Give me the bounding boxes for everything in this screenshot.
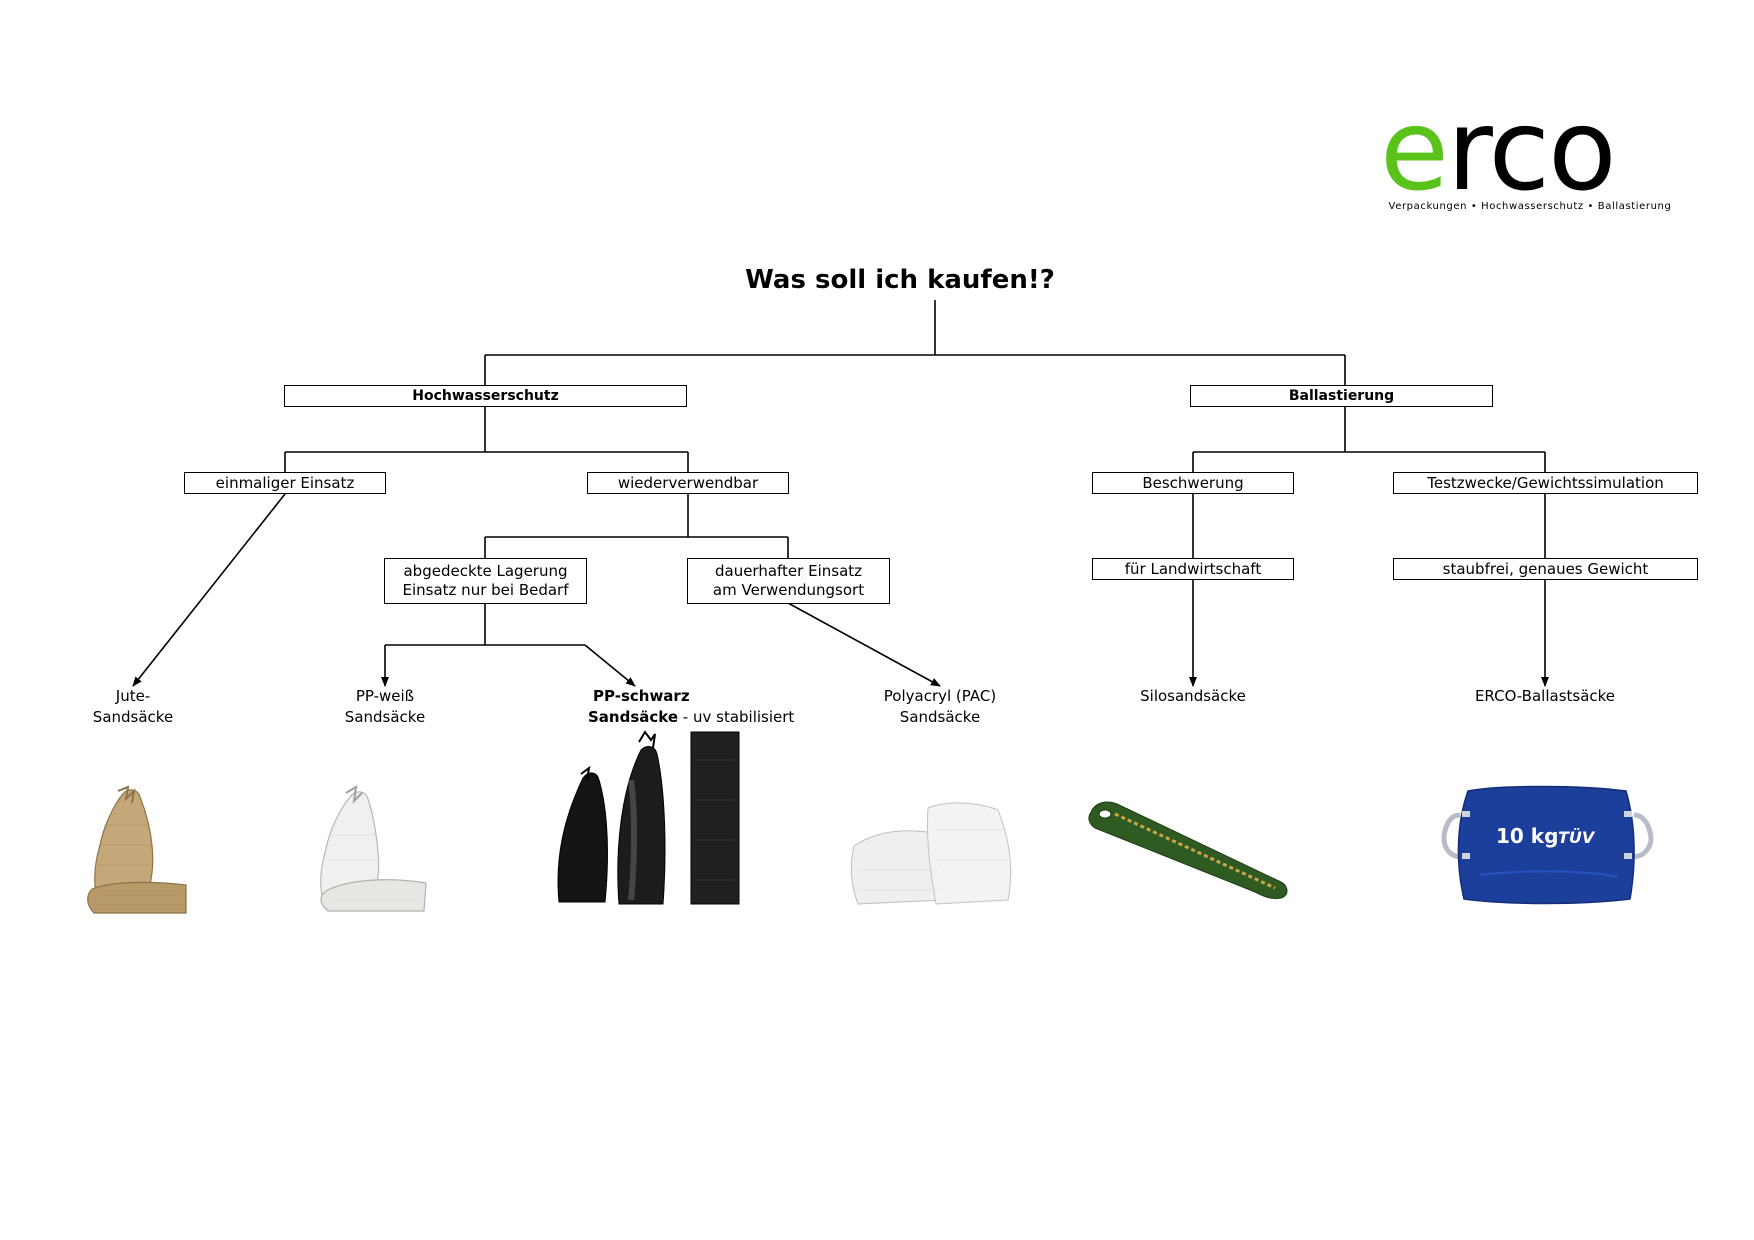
logo-letters-rco: rco: [1446, 86, 1617, 216]
leaf-pp-schwarz: PP-schwarz Sandsäcke - uv stabilisiert: [565, 686, 815, 728]
leaf-silo: Silosandsäcke: [1140, 687, 1246, 705]
page-title: Was soll ich kaufen!?: [745, 265, 1055, 295]
pac-sandbags-image: [850, 802, 1012, 905]
node-dauerhafter-line1: dauerhafter Einsatz: [714, 562, 863, 580]
leaf-pac-line2: Sandsäcke: [899, 708, 981, 726]
logo-wordmark: erco: [1380, 95, 1617, 207]
node-wiederverwendbar: wiederverwendbar: [587, 472, 789, 494]
node-dauerhafter-einsatz: dauerhafter Einsatz am Verwendungsort: [687, 558, 890, 604]
node-einmaliger-einsatz: einmaliger Einsatz: [184, 472, 386, 494]
leaf-ppweiss-line2: Sandsäcke: [344, 708, 426, 726]
ballast-bag-tuv-mark: TÜV: [1558, 828, 1596, 847]
leaf-jute-line2: Sandsäcke: [92, 708, 174, 726]
leaf-ballast: ERCO-Ballastsäcke: [1474, 687, 1616, 705]
leaf-ppschwarz-line2-bold: Sandsäcke: [588, 708, 679, 726]
node-ballastierung: Ballastierung: [1190, 385, 1493, 407]
leaf-ppweiss-line1: PP-weiß: [355, 687, 415, 705]
leaf-pac-line1: Polyacryl (PAC): [883, 687, 997, 705]
node-staubfrei: staubfrei, genaues Gewicht: [1393, 558, 1698, 580]
logo-tagline: Verpackungen • Hochwasserschutz • Ballas…: [1388, 201, 1672, 212]
leaf-ppschwarz-line1: PP-schwarz: [593, 687, 690, 705]
silo-sandbag-image: [1088, 801, 1288, 899]
jute-sandbag-image: [87, 785, 187, 914]
leaf-pp-weiss: PP-weiß Sandsäcke: [315, 686, 455, 728]
pp-black-sandbags-image: [557, 730, 740, 905]
erco-logo: erco Verpackungen • Hochwasserschutz • B…: [1380, 95, 1680, 215]
node-abgedeckte-line2: Einsatz nur bei Bedarf: [402, 581, 569, 599]
node-hochwasserschutz: Hochwasserschutz: [284, 385, 687, 407]
leaf-jute: Jute- Sandsäcke: [63, 686, 203, 728]
node-abgedeckte-lagerung: abgedeckte Lagerung Einsatz nur bei Beda…: [384, 558, 587, 604]
node-landwirtschaft: für Landwirtschaft: [1092, 558, 1294, 580]
leaf-ppschwarz-line2-rest: - uv stabilisiert: [678, 708, 795, 726]
node-dauerhafter-line2: am Verwendungsort: [712, 581, 865, 599]
leaf-pac: Polyacryl (PAC) Sandsäcke: [855, 686, 1025, 728]
pp-white-sandbag-image: [320, 785, 427, 912]
erco-ballast-bag-image: 10 kg TÜV: [1441, 785, 1654, 905]
logo-letter-e: e: [1380, 86, 1449, 216]
node-beschwerung: Beschwerung: [1092, 472, 1294, 494]
leaf-jute-line1: Jute-: [115, 687, 151, 705]
node-abgedeckte-line1: abgedeckte Lagerung: [403, 562, 568, 580]
ballast-bag-weight-label: 10 kg: [1496, 824, 1558, 848]
node-testzwecke: Testzwecke/Gewichtssimulation: [1393, 472, 1698, 494]
